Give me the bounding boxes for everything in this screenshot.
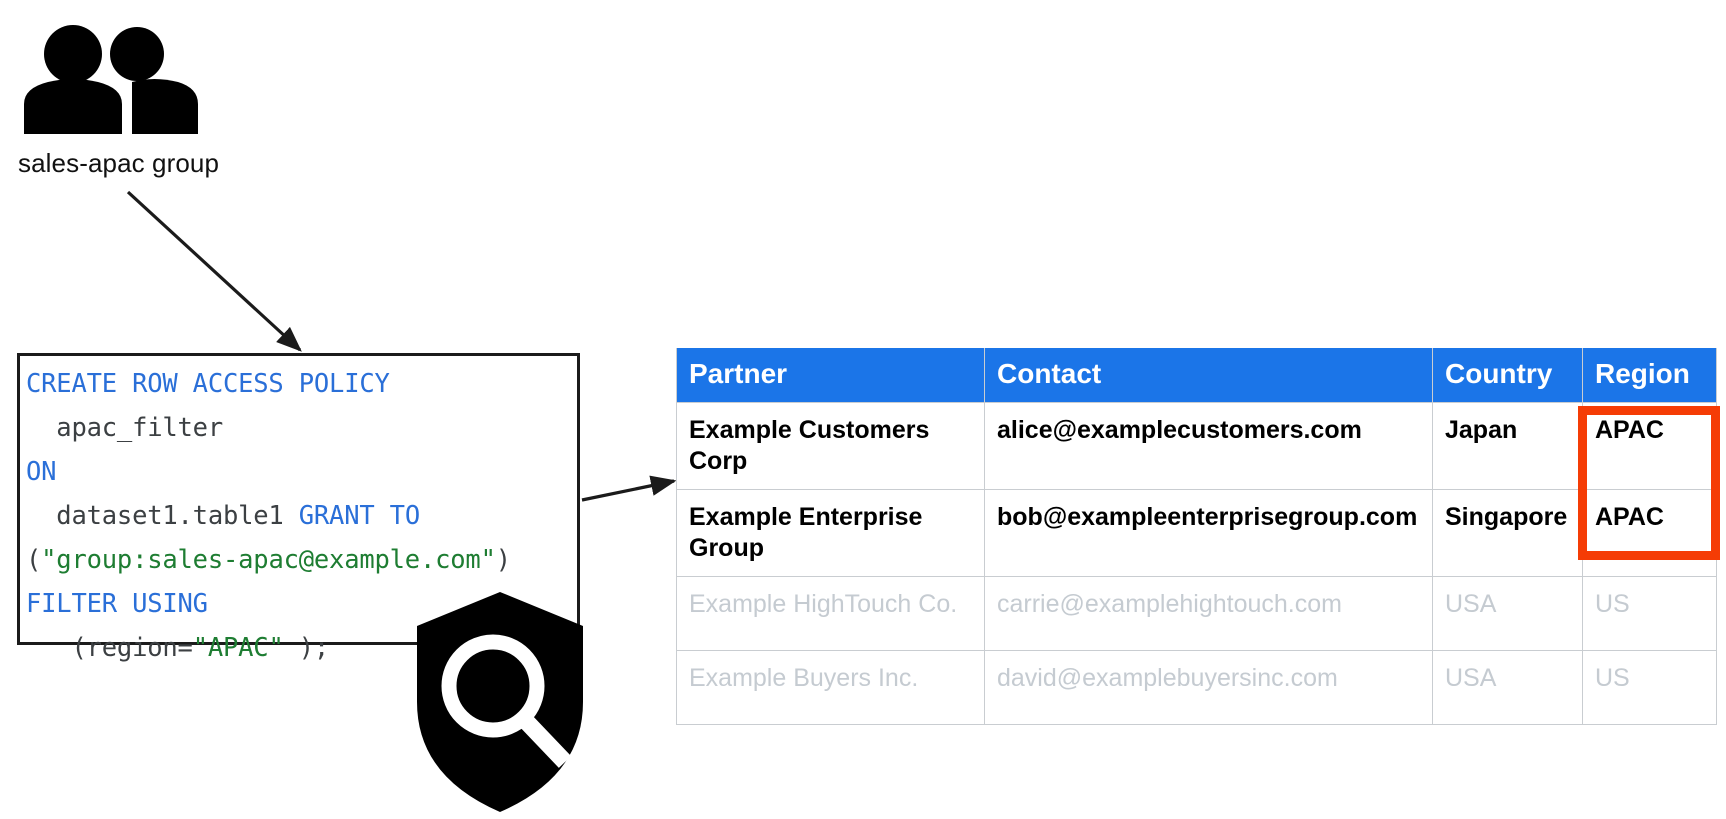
cell-contact: alice@examplecustomers.com — [984, 402, 1433, 490]
column-header-partner: Partner — [676, 348, 985, 403]
policy-to-table-arrow — [581, 475, 677, 502]
column-header-country: Country — [1432, 348, 1583, 403]
group-label: sales-apac group — [18, 148, 220, 178]
cell-country: Singapore — [1432, 489, 1583, 577]
cell-partner: Example HighTouch Co. — [676, 576, 985, 651]
cell-region: US — [1582, 576, 1717, 651]
column-header-contact: Contact — [984, 348, 1433, 403]
cell-country: USA — [1432, 650, 1583, 725]
table-row: Example HighTouch Co.carrie@examplehight… — [676, 576, 1717, 651]
cell-partner: Example Buyers Inc. — [676, 650, 985, 725]
cell-region: APAC — [1582, 402, 1717, 490]
cell-contact: carrie@examplehightouch.com — [984, 576, 1433, 651]
people-group-icon — [20, 24, 210, 134]
partner-table: Partner Contact Country Region Example C… — [676, 348, 1717, 725]
shield-search-icon — [415, 590, 585, 814]
column-header-region: Region — [1582, 348, 1717, 403]
cell-contact: david@examplebuyersinc.com — [984, 650, 1433, 725]
table-header-row: Partner Contact Country Region — [676, 348, 1717, 403]
table-row: Example Buyers Inc.david@examplebuyersin… — [676, 650, 1717, 725]
row-access-policy-sql: CREATE ROW ACCESS POLICY apac_filter ON … — [26, 369, 511, 663]
cell-region: US — [1582, 650, 1717, 725]
row-access-policy-code-box: CREATE ROW ACCESS POLICY apac_filter ON … — [17, 353, 580, 663]
cell-country: Japan — [1432, 402, 1583, 490]
cell-country: USA — [1432, 576, 1583, 651]
cell-contact: bob@exampleenterprisegroup.com — [984, 489, 1433, 577]
cell-region: APAC — [1582, 489, 1717, 577]
cell-partner: Example Enterprise Group — [676, 489, 985, 577]
group-to-policy-arrow — [126, 190, 302, 352]
cell-partner: Example Customers Corp — [676, 402, 985, 490]
